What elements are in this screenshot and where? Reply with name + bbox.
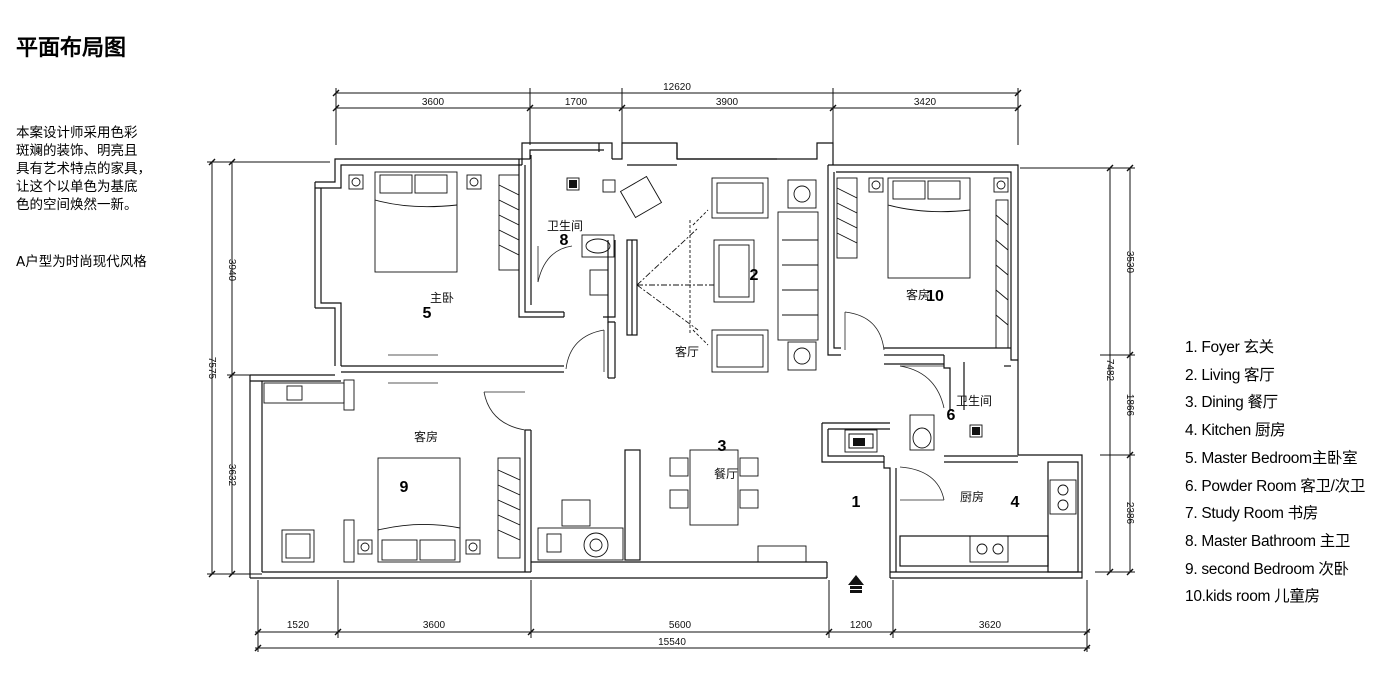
furniture [263,171,1077,563]
room-label-guest-bathroom: 卫生间 [956,394,992,408]
dim-top-segment: 3900 [716,97,739,108]
room-number-foyer: 1 [852,494,861,511]
room-number-powder-room: 6 [947,407,956,424]
dim-bottom-segment: 1200 [850,620,873,631]
description-line: 本案设计师采用色彩 [16,125,138,141]
room-label-dining: 餐厅 [714,466,738,481]
dim-top-segment: 1700 [565,97,588,108]
legend-item: 7. Study Room 书房 [1185,505,1319,523]
dim-top-segment: 3420 [914,97,937,108]
walls [249,142,1083,579]
room-label-kids-room: 客房 [906,287,930,302]
legend-item: 6. Powder Room 客卫/次卫 [1185,477,1366,495]
description-line: 色的空间焕然一新。 [16,197,138,213]
dim-right-segment: 2386 [1124,502,1135,525]
fixture-fills [569,180,980,449]
dim-bottom-total: 15540 [658,637,686,648]
room-number-kids-room: 10 [926,288,944,305]
legend-item: 1. Foyer 玄关 [1185,339,1274,356]
dim-bottom-segment: 5600 [669,620,692,631]
dim-left-total: 7575 [206,357,217,380]
room-legend: 1. Foyer 玄关 2. Living 客厅 3. Dining 餐厅 4.… [1185,334,1365,611]
entrance-arrow-icon [848,575,864,593]
room-label-kitchen: 厨房 [960,489,984,504]
description-line: 让这个以单色为基底 [16,179,138,195]
legend-item: 8. Master Bathroom 主卫 [1185,532,1351,550]
room-label-second-bedroom: 客房 [414,429,438,444]
room-label-master-bathroom: 卫生间 [547,219,583,233]
room-label-living: 客厅 [675,344,699,359]
dim-bottom-segment: 3600 [423,620,446,631]
legend-item: 4. Kitchen 厨房 [1185,422,1286,440]
legend-item: 9. second Bedroom 次卧 [1185,560,1349,578]
design-description: 本案设计师采用色彩 斑斓的装饰、明亮且 具有艺术特点的家具， 让这个以单色为基底… [16,124,191,214]
legend-item: 5. Master Bedroom主卧室 [1185,449,1358,467]
room-number-master-bedroom: 5 [423,305,432,322]
room-number-dining: 3 [718,438,727,455]
dim-right-total: 7482 [1104,359,1115,382]
dim-top-total: 12620 [663,82,691,93]
legend-item: 3. Dining 餐厅 [1185,394,1278,412]
description-line: 具有艺术特点的家具， [16,161,151,177]
dim-bottom-segment: 3620 [979,620,1002,631]
dim-right-segment: 1866 [1124,394,1135,417]
room-number-kitchen: 4 [1011,494,1020,511]
page-title: 平面布局图 [16,36,127,61]
dim-top-segment: 3600 [422,97,445,108]
description-line: 斑斓的装饰、明亮且 [16,143,138,159]
doors [388,245,945,501]
dim-bottom-segment: 1520 [287,620,310,631]
layout-style-note: A户型为时尚现代风格 [16,254,147,270]
room-number-second-bedroom: 9 [400,479,409,496]
dim-left-segment: 3940 [226,259,237,282]
legend-item: 10.kids room 儿童房 [1185,588,1320,606]
room-number-living: 2 [750,267,759,284]
dim-right-segment: 3530 [1124,251,1135,274]
dim-left-segment: 3632 [226,464,237,487]
room-number-master-bathroom: 8 [560,232,569,249]
legend-item: 2. Living 客厅 [1185,366,1275,384]
room-label-master-bedroom: 主卧 [430,291,454,305]
